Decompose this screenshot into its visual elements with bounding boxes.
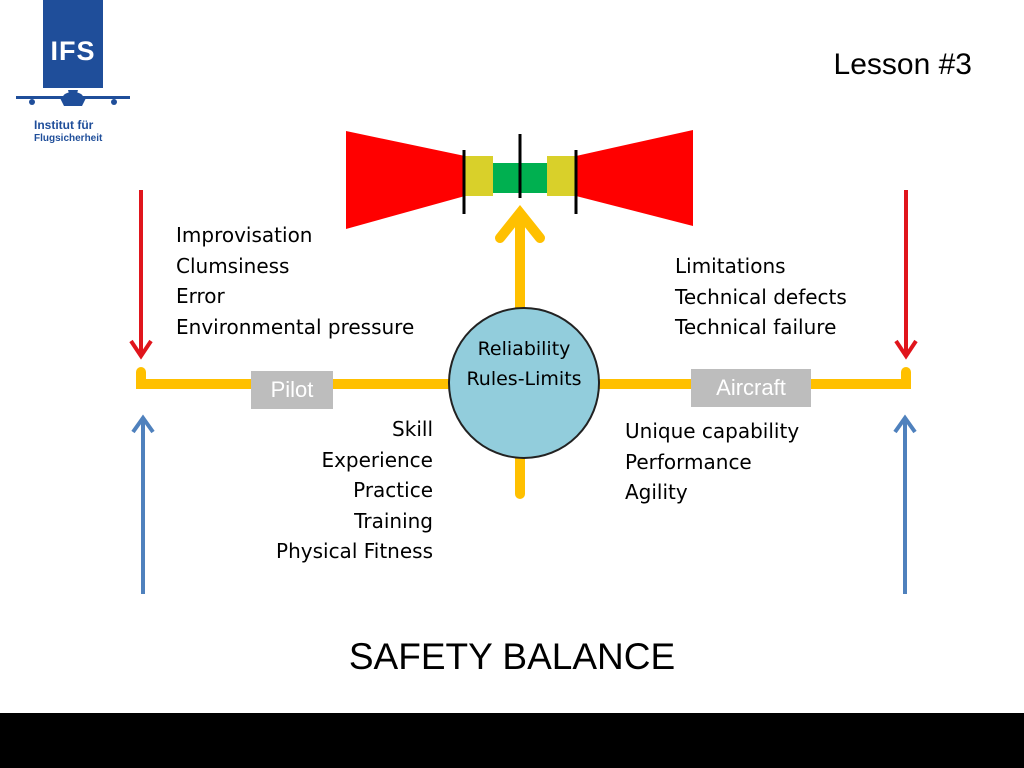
footer-bar — [0, 713, 1024, 768]
center-line1: Reliability — [477, 338, 571, 360]
list-item: Improvisation — [176, 223, 313, 247]
list-item: Practice — [353, 478, 433, 502]
center-circle — [448, 307, 600, 459]
list-item: Physical Fitness — [276, 539, 433, 563]
ifs-logo — [43, 0, 103, 88]
list-item: Technical failure — [675, 315, 837, 339]
list-item: Environmental pressure — [176, 314, 415, 339]
logo-text: Institut für Flugsicherheit — [34, 118, 102, 146]
right-support-arrow — [893, 414, 917, 594]
list-item: Clumsiness — [176, 253, 290, 278]
logo-line1: Institut für — [34, 118, 94, 132]
left-lower-factors: Skill Experience Practice Training Physi… — [232, 414, 433, 567]
left-upper-factors: Improvisation Clumsiness Error Environme… — [176, 220, 414, 342]
list-item: Training — [354, 508, 433, 533]
center-line2: Rules-Limits — [466, 368, 582, 390]
logo-letters: IFS — [50, 36, 96, 66]
aircraft-label: Aircraft — [691, 369, 811, 407]
right-upper-factors: Limitations Technical defects Technical … — [675, 251, 847, 343]
list-item: Unique capability — [625, 419, 800, 443]
list-item: Technical defects — [675, 284, 847, 309]
logo-line2: Flugsicherheit — [34, 133, 103, 144]
list-item: Experience — [321, 447, 433, 472]
lesson-label: Lesson #3 — [833, 48, 972, 81]
left-support-arrow — [131, 414, 155, 594]
list-item: Error — [176, 284, 225, 308]
diagram-title: SAFETY BALANCE — [348, 636, 676, 677]
left-pressure-arrow — [129, 190, 153, 360]
list-item: Agility — [625, 480, 688, 504]
list-item: Limitations — [675, 254, 786, 278]
list-item: Skill — [392, 417, 433, 441]
balance-gauge — [346, 130, 693, 229]
pilot-label: Pilot — [251, 371, 333, 409]
list-item: Performance — [625, 449, 752, 474]
right-pressure-arrow — [894, 190, 918, 360]
right-lower-factors: Unique capability Performance Agility — [625, 416, 799, 508]
center-text: Reliability Rules-Limits — [450, 334, 598, 394]
